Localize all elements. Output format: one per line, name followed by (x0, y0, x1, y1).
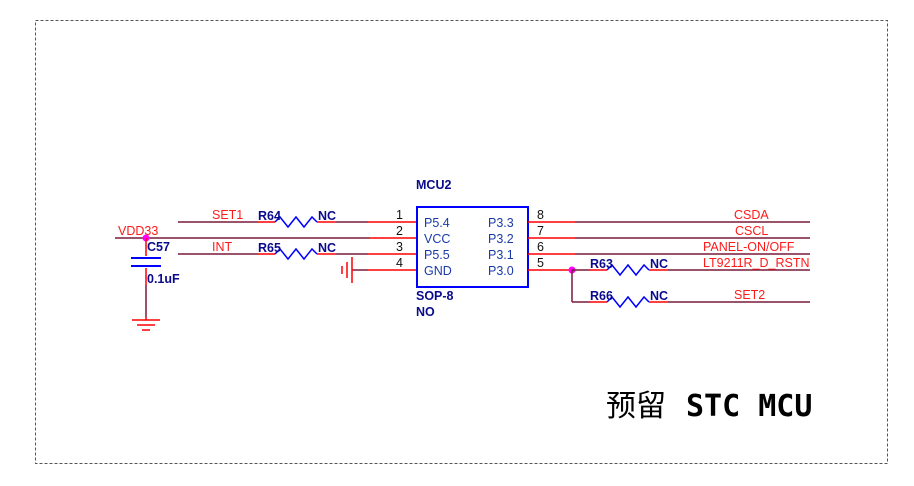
capacitor-c57: C57 0.1uF (131, 238, 180, 317)
pin-number: 4 (396, 256, 403, 270)
resistor-icon (274, 215, 318, 229)
pin-name: P3.0 (488, 264, 514, 278)
cscl-net: CSCL (528, 224, 810, 239)
resistor-value-r65: NC (318, 241, 336, 255)
gnd-net (341, 257, 418, 283)
resistor-ref-r64: R64 (258, 209, 281, 223)
pin-number: 1 (396, 208, 403, 222)
pin-number: 3 (396, 240, 403, 254)
pin-number: 8 (537, 208, 544, 222)
title-english: STC MCU (686, 389, 812, 424)
net-label-int: INT (212, 240, 233, 254)
sheet-border (35, 20, 888, 464)
net-label-vdd33: VDD33 (118, 224, 158, 238)
pin-name: P5.4 (424, 216, 450, 230)
pin-number: 5 (537, 256, 544, 270)
mcu-package: SOP-8 (416, 289, 454, 303)
set2-net: R66 NC SET2 (571, 270, 810, 309)
set1-net: SET1 R64 NC (178, 208, 418, 229)
title-chinese: 预留 (606, 389, 666, 424)
mcu-component: MCU2 SOP-8 NO 1 2 3 4 P5.4 VCC P5.5 GND … (396, 178, 544, 319)
net-label-set2: SET2 (734, 288, 765, 302)
mcu-ref: MCU2 (416, 178, 451, 192)
resistor-icon (606, 295, 650, 309)
net-label-cscl: CSCL (735, 224, 768, 238)
resistor-value-r66: NC (650, 289, 668, 303)
capacitor-value: 0.1uF (147, 272, 180, 286)
sheet-title: 预留 STC MCU (606, 389, 812, 424)
panel-on-off-net: PANEL-ON/OFF (528, 240, 810, 255)
net-label-lt9211r-d-rstn: LT9211R_D_RSTN (703, 256, 810, 270)
ground-icon (341, 257, 353, 283)
resistor-ref-r66: R66 (590, 289, 613, 303)
lt9211r-rstn-net: R63 NC LT9211R_D_RSTN (528, 256, 810, 277)
net-label-set1: SET1 (212, 208, 243, 222)
pin-name: VCC (424, 232, 450, 246)
csda-net: CSDA (528, 208, 810, 223)
resistor-ref-r65: R65 (258, 241, 281, 255)
pin-number: 2 (396, 224, 403, 238)
net-label-panel-on-off: PANEL-ON/OFF (703, 240, 795, 254)
pin-name: P3.2 (488, 232, 514, 246)
pin-name: GND (424, 264, 452, 278)
resistor-ref-r63: R63 (590, 257, 613, 271)
capacitor-ref: C57 (147, 240, 170, 254)
ground-icon (132, 317, 160, 331)
pin-number: 6 (537, 240, 544, 254)
mcu-note: NO (416, 305, 435, 319)
pin-name: P5.5 (424, 248, 450, 262)
net-label-csda: CSDA (734, 208, 769, 222)
resistor-icon (606, 263, 650, 277)
int-net: INT R65 NC (178, 240, 418, 261)
pin-name: P3.1 (488, 248, 514, 262)
pin-number: 7 (537, 224, 544, 238)
vdd33-net: VDD33 (115, 224, 418, 242)
pin-name: P3.3 (488, 216, 514, 230)
mcu-body (416, 206, 529, 288)
resistor-value-r64: NC (318, 209, 336, 223)
resistor-value-r63: NC (650, 257, 668, 271)
resistor-icon (274, 247, 318, 261)
